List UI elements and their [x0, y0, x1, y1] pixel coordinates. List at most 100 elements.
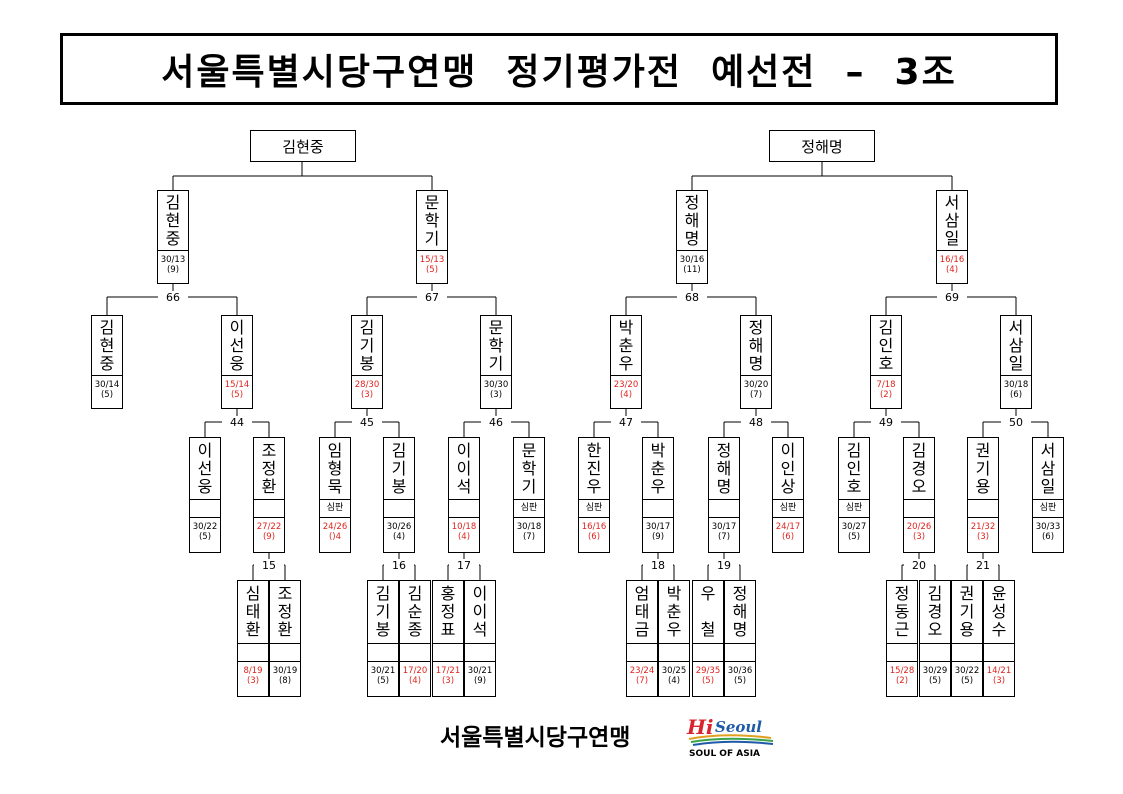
player-result: 30/19(8) — [270, 662, 300, 696]
player-result: 15/28(2) — [887, 662, 917, 696]
player-role — [254, 500, 284, 518]
player-rank: (5) — [198, 532, 212, 542]
player-result: 30/27(5) — [839, 518, 869, 552]
player-rank: (5) — [847, 532, 861, 542]
player-role — [643, 500, 673, 518]
player-rank: (3) — [360, 390, 374, 400]
player-role — [968, 500, 998, 518]
logo-tagline: SOUL OF ASIA — [689, 749, 760, 759]
player-role — [238, 644, 268, 662]
player-result: 17/21(3) — [433, 662, 463, 696]
player-result: 30/29(5) — [920, 662, 950, 696]
match-number: 20 — [904, 559, 934, 572]
player-rank: (7) — [522, 532, 536, 542]
player-score: 17/20 — [402, 666, 428, 676]
player-score: 20/26 — [906, 522, 932, 532]
player-role — [190, 500, 220, 518]
player-result: 30/22(5) — [190, 518, 220, 552]
player-score: 21/32 — [970, 522, 996, 532]
player-result: 15/14(5) — [222, 376, 252, 408]
match-number: 17 — [449, 559, 479, 572]
player-rank: (4) — [667, 676, 681, 686]
match-number: 18 — [643, 559, 673, 572]
player-rank: (9) — [473, 676, 487, 686]
player-rank: (7) — [635, 676, 649, 686]
player-role — [433, 644, 463, 662]
logo-seoul: Seoul — [715, 718, 762, 736]
player-score: 30/29 — [922, 666, 948, 676]
player-role — [984, 644, 1014, 662]
player-result: 23/24(7) — [627, 662, 657, 696]
match-number: 67 — [417, 291, 447, 304]
player-score: 15/14 — [224, 380, 250, 390]
footer-org-name: 서울특별시당구연맹 — [440, 725, 631, 751]
player-rank: (5) — [230, 390, 244, 400]
final-winner-left: 김현중 — [250, 130, 356, 162]
player-score: 23/20 — [613, 380, 639, 390]
player-score: 30/22 — [954, 666, 980, 676]
player-role: 심판 — [1033, 500, 1063, 518]
player-rank: (3) — [976, 532, 990, 542]
player-result: 30/20(7) — [741, 376, 771, 408]
player-result: 21/32(3) — [968, 518, 998, 552]
player-result: 17/20(4) — [400, 662, 430, 696]
player-rank: (8) — [278, 676, 292, 686]
player-result: 20/26(3) — [904, 518, 934, 552]
player-role — [725, 644, 755, 662]
player-rank: (6) — [781, 532, 795, 542]
player-score: 30/19 — [272, 666, 298, 676]
player-rank: (6) — [1009, 390, 1023, 400]
footer: 서울특별시당구연맹 Hi Seoul SOUL OF ASIA — [440, 712, 780, 762]
player-score: 30/13 — [160, 255, 186, 265]
player-result: 24/26()4 — [320, 518, 350, 552]
player-rank: (6) — [587, 532, 601, 542]
player-result: 16/16(4) — [937, 251, 967, 283]
player-rank: (5) — [376, 676, 390, 686]
player-score: 7/18 — [876, 380, 896, 390]
player-role — [659, 644, 689, 662]
player-rank: (3) — [912, 532, 926, 542]
player-role — [368, 644, 398, 662]
player-result: 30/17(7) — [709, 518, 739, 552]
match-number: 15 — [254, 559, 284, 572]
player-score: 30/18 — [516, 522, 542, 532]
player-score: 15/13 — [419, 255, 445, 265]
match-number: 49 — [871, 416, 901, 429]
player-role — [627, 644, 657, 662]
match-number: 66 — [158, 291, 188, 304]
player-result: 30/22(5) — [952, 662, 982, 696]
match-number: 69 — [937, 291, 967, 304]
